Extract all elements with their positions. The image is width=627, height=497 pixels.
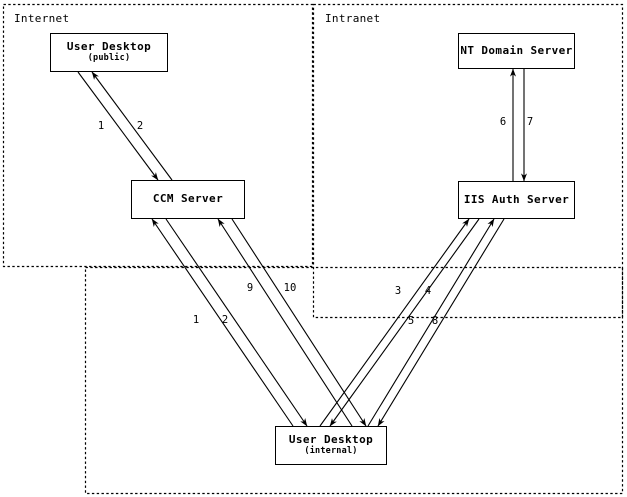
flow-label-2-internal: 2	[221, 314, 229, 326]
flow-line-5	[367, 218, 495, 427]
node-ccm-server[interactable]: CCM Server	[131, 180, 245, 219]
node-user-desktop-public[interactable]: User Desktop (public)	[50, 33, 168, 72]
node-user-desktop-internal[interactable]: User Desktop (internal)	[275, 426, 387, 465]
zone-intranet-border	[312, 3, 624, 319]
node-iis-auth-server[interactable]: IIS Auth Server	[458, 181, 575, 219]
node-subtitle-user-desktop-public: (public)	[87, 53, 131, 64]
node-subtitle-user-desktop-internal: (internal)	[304, 446, 358, 457]
node-title-nt-domain-server: NT Domain Server	[460, 43, 573, 57]
flow-line-2-internal	[165, 218, 308, 427]
flow-label-9: 9	[246, 282, 254, 294]
flow-label-6: 6	[499, 116, 507, 128]
zone-label-internet: Internet	[14, 12, 70, 25]
flow-label-1-public: 1	[97, 120, 105, 132]
flow-line-9	[217, 218, 353, 427]
flow-line-2-public	[91, 71, 173, 181]
flow-label-1-internal: 1	[192, 314, 200, 326]
flow-line-3	[319, 218, 470, 427]
node-title-user-desktop-public: User Desktop	[66, 39, 152, 53]
flow-line-4	[329, 218, 480, 427]
zone-internet-border	[2, 3, 314, 268]
flow-label-2-public: 2	[136, 120, 144, 132]
flow-label-7: 7	[526, 116, 534, 128]
zone-internal-border	[84, 266, 624, 495]
flow-label-10: 10	[283, 282, 297, 294]
flow-label-5: 5	[407, 315, 415, 327]
node-nt-domain-server[interactable]: NT Domain Server	[458, 33, 575, 69]
flow-line-10	[231, 218, 367, 427]
node-title-user-desktop-internal: User Desktop	[288, 432, 374, 446]
node-title-ccm-server: CCM Server	[152, 192, 224, 206]
flow-line-8	[377, 218, 505, 427]
zone-label-intranet: Intranet	[325, 12, 381, 25]
flow-label-4: 4	[424, 285, 432, 297]
node-title-iis-auth-server: IIS Auth Server	[463, 192, 570, 206]
flow-line-1-internal	[151, 218, 294, 427]
flow-line-1-public	[77, 71, 159, 181]
flow-label-8: 8	[431, 315, 439, 327]
flow-label-3: 3	[394, 285, 402, 297]
